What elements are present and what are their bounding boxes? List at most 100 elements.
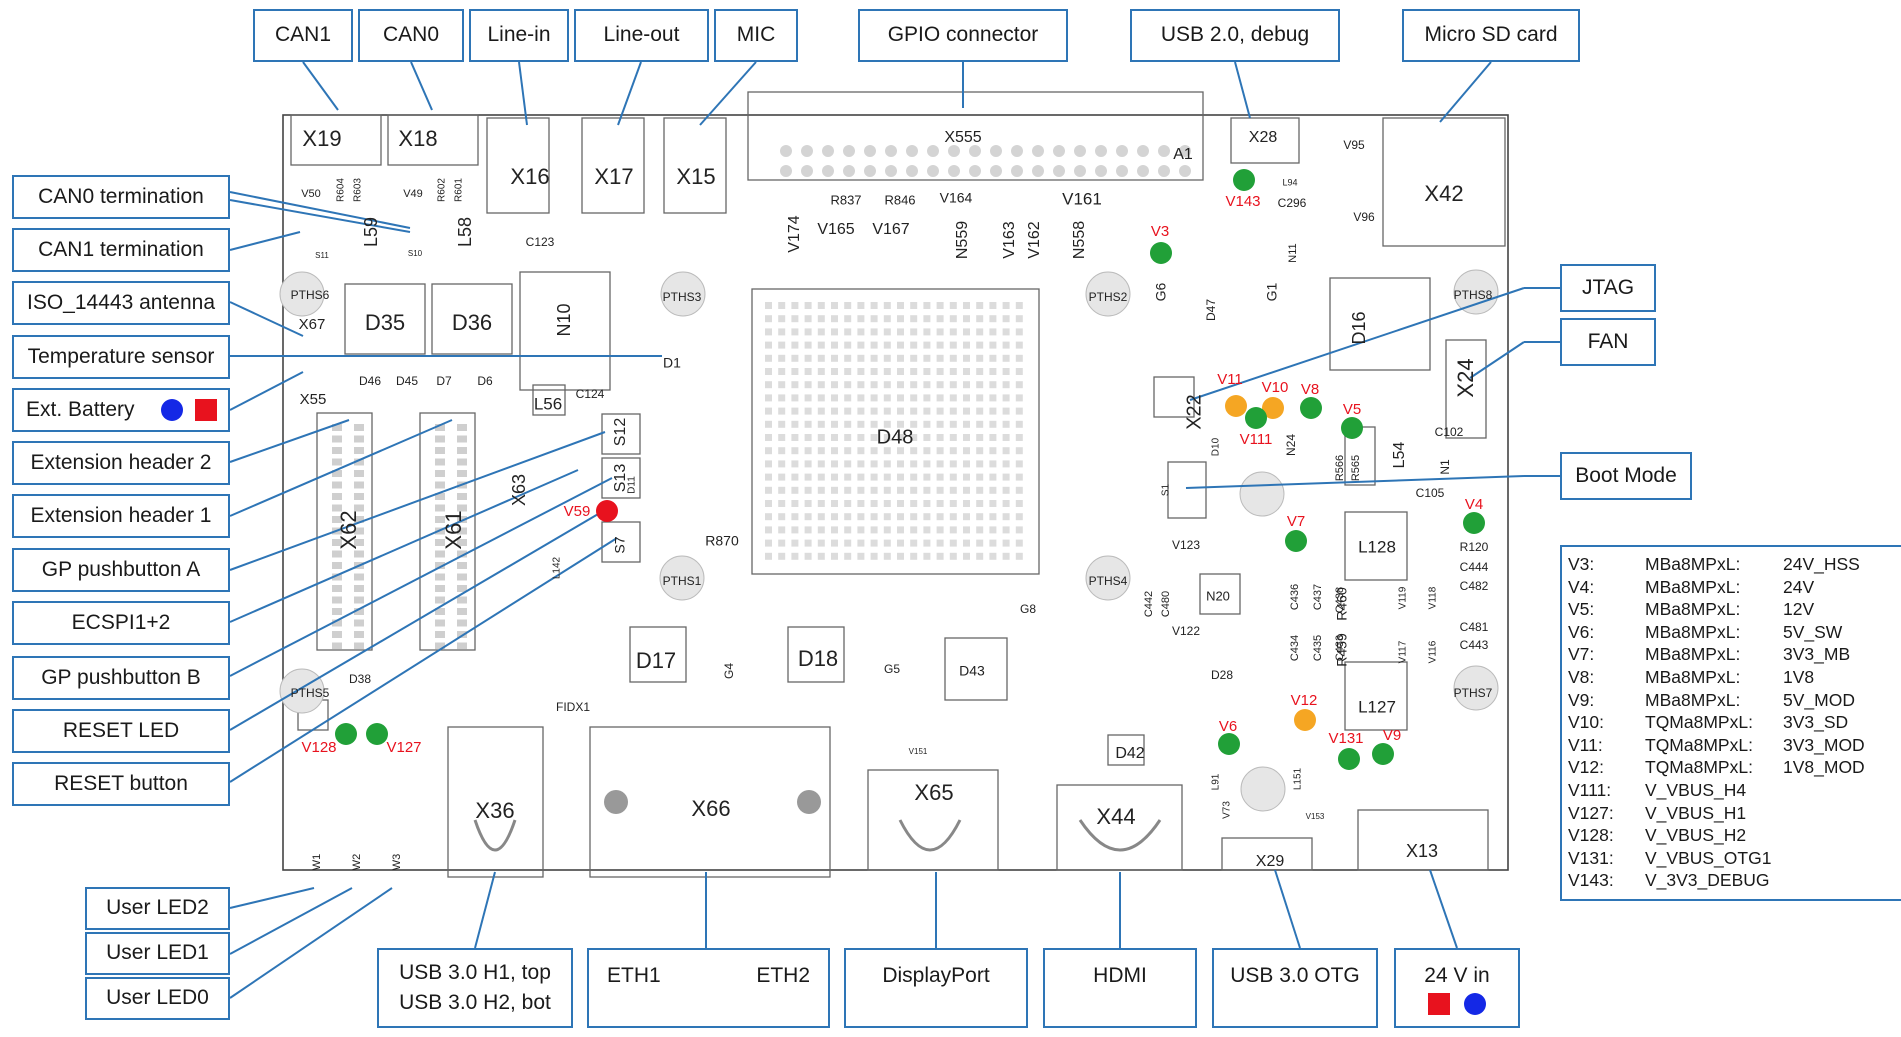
- d16-chip: [1329, 277, 1431, 371]
- battery-plus-icon: [194, 399, 217, 421]
- board-label-v162: V162: [1026, 221, 1043, 258]
- board-label-c124: C124: [576, 387, 605, 401]
- led-v128: [335, 723, 357, 745]
- legend-row: V10:TQMa8MPxL:3V3_SD: [1568, 711, 1901, 734]
- d36-chip: [431, 283, 513, 355]
- callout-gp-pushbutton-b: GP pushbutton B: [12, 656, 230, 700]
- led-label-v6: V6: [1219, 718, 1237, 735]
- board-label-r837: R837: [830, 192, 861, 207]
- power-minus-icon: [1464, 993, 1486, 1016]
- x36-port-shape: [473, 819, 517, 852]
- n20-chip: [1199, 573, 1241, 615]
- leader-v24: [1429, 869, 1458, 949]
- legend-module: MBa8MPxL:: [1645, 576, 1741, 597]
- board-label-v151: V151: [909, 747, 928, 756]
- led-label-v5: V5: [1343, 401, 1361, 418]
- board-label-n24: N24: [1284, 434, 1298, 456]
- callout-mic: MIC: [714, 9, 798, 62]
- pths5-hole: [279, 668, 325, 714]
- board-label-x66: X66: [691, 796, 730, 821]
- led-v5: [1341, 417, 1363, 439]
- board-label-v123: V123: [1172, 538, 1200, 552]
- led-label-v9: V9: [1383, 727, 1401, 744]
- led-v4: [1463, 512, 1485, 534]
- leader-iso: [229, 301, 304, 337]
- board-label-l56: L56: [534, 394, 562, 413]
- board-label-x17: X17: [594, 164, 633, 189]
- legend-module: MBa8MPxL:: [1645, 666, 1741, 687]
- board-label-n10: N10: [554, 303, 574, 336]
- led-v11: [1225, 395, 1247, 417]
- board-label-s13: S13: [612, 464, 629, 493]
- board-label-s11: S11: [315, 251, 329, 260]
- callout-reset-led: RESET LED: [12, 709, 230, 753]
- legend-signal: 12V: [1783, 599, 1815, 620]
- legend-ref: V9:: [1568, 689, 1595, 710]
- led-v127: [366, 723, 388, 745]
- board-label-pths1: PTHS1: [663, 574, 702, 588]
- d42-chip: [1107, 734, 1145, 766]
- board-label-v96: V96: [1353, 210, 1375, 224]
- callout-fan: FAN: [1560, 318, 1656, 366]
- board-label-d43: D43: [959, 663, 985, 679]
- board-label-x67: X67: [299, 316, 326, 333]
- callout-user-led2: User LED2: [85, 887, 230, 930]
- leader-usb-otg: [1274, 869, 1301, 949]
- board-label-l142: L142: [552, 556, 563, 579]
- board-label-c480: C480: [1160, 591, 1172, 617]
- led-label-v127: V127: [386, 739, 421, 756]
- legend-row: V8:MBa8MPxL:1V8: [1568, 666, 1901, 689]
- board-label-r566: R566: [1334, 455, 1346, 481]
- board-label-g8: G8: [1020, 602, 1036, 616]
- legend-ref: V10:: [1568, 712, 1604, 733]
- leader-micro-sd: [1439, 61, 1492, 123]
- legend-row: V128:V_VBUS_H2: [1568, 824, 1901, 847]
- callout-usb-otg: USB 3.0 OTG: [1212, 948, 1378, 1028]
- board-label-l59: L59: [361, 217, 381, 247]
- board-label-d10: D10: [1211, 437, 1222, 456]
- leader-uled2: [229, 887, 315, 909]
- legend-module: TQMa8MPxL:: [1645, 757, 1753, 778]
- legend-row: V3:MBa8MPxL:24V_HSS: [1568, 553, 1901, 576]
- callout-boot-mode: Boot Mode: [1560, 452, 1692, 500]
- board-label-n558: N558: [1071, 221, 1088, 259]
- board-label-v118: V118: [1428, 586, 1439, 609]
- board-label-g5: G5: [884, 662, 900, 676]
- board-label-x24: X24: [1453, 358, 1478, 397]
- board-label-pths5: PTHS5: [291, 686, 330, 700]
- legend-ref: V111:: [1568, 779, 1612, 800]
- board-label-c434: C434: [1289, 635, 1301, 661]
- board-label-pths8: PTHS8: [1454, 288, 1493, 302]
- callout-iso-antenna: ISO_14443 antenna: [12, 281, 230, 325]
- pths6-hole: [279, 271, 325, 317]
- board-label-x18: X18: [398, 126, 437, 151]
- board-label-n559: N559: [954, 221, 971, 259]
- d18-chip: [787, 626, 845, 683]
- leader-ext1: [229, 419, 453, 517]
- x44-port-shape: [1078, 819, 1162, 852]
- board-label-x65: X65: [914, 780, 953, 805]
- board-label-v95: V95: [1343, 138, 1365, 152]
- eth2-led: [797, 790, 821, 814]
- x65-port-shape: [898, 819, 962, 852]
- callout-temperature-sensor: Temperature sensor: [12, 335, 230, 379]
- legend-ref: V11:: [1568, 734, 1603, 755]
- d48-soc: [751, 288, 1040, 575]
- legend-module: TQMa8MPxL:: [1645, 712, 1753, 733]
- legend-module: MBa8MPxL:: [1645, 644, 1741, 665]
- legend-row: V9:MBa8MPxL:5V_MOD: [1568, 689, 1901, 712]
- leader-fan-b: [1469, 341, 1525, 379]
- pths4-hole: [1085, 555, 1131, 601]
- power-plus-icon: [1428, 993, 1450, 1016]
- legend-ref: V8:: [1568, 666, 1595, 687]
- board-label-d18: D18: [798, 646, 838, 671]
- board-label-x36: X36: [475, 798, 514, 823]
- d48-ball-grid: [765, 302, 1023, 560]
- board-label-x13: X13: [1406, 841, 1438, 861]
- leader-battery: [229, 371, 304, 411]
- board-label-v117: V117: [1398, 640, 1409, 663]
- legend-ref: V5:: [1568, 599, 1595, 620]
- leader-uled0: [229, 887, 393, 999]
